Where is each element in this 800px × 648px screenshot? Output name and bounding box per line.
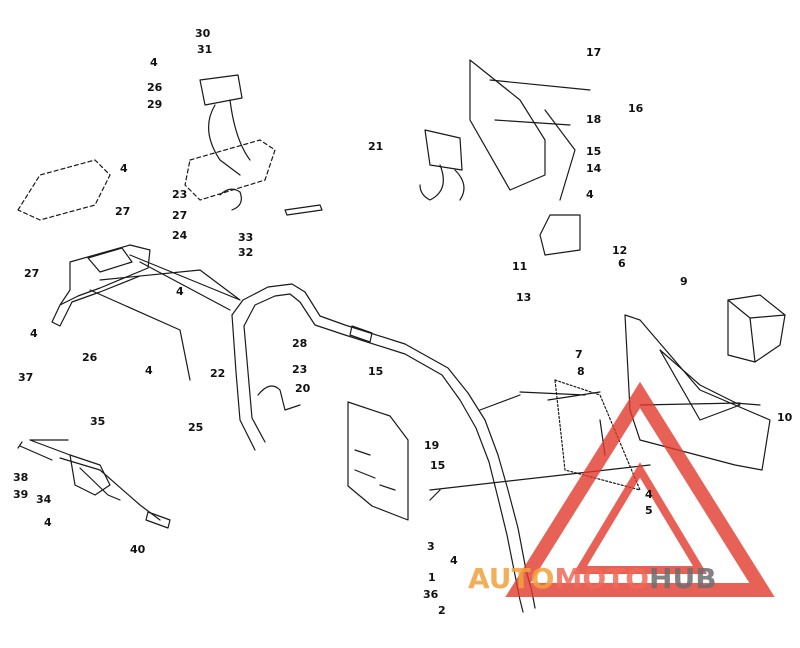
- plate-6: [624, 314, 771, 471]
- callout-6: 6: [618, 257, 626, 270]
- regulator-21: [424, 129, 463, 171]
- callout-20: 20: [295, 382, 311, 395]
- callout-27: 27: [115, 205, 130, 218]
- leader-11: [544, 109, 576, 201]
- callout-25: 25: [188, 421, 203, 434]
- switch-29: [199, 74, 243, 106]
- callout-15: 15: [586, 145, 601, 158]
- main-hoop-tube: [231, 283, 536, 613]
- callout-37: 37: [18, 371, 33, 384]
- callout-13: 13: [516, 291, 531, 304]
- callout-10: 10: [777, 411, 793, 424]
- shaft-15: [489, 79, 591, 126]
- plate-6-cutout: [659, 349, 741, 421]
- callout-15: 15: [368, 365, 383, 378]
- callout-40: 40: [130, 543, 146, 556]
- left-tube-leg: [231, 314, 266, 451]
- plate-19-slots: [354, 449, 396, 491]
- clip-33: [219, 188, 242, 211]
- callout-4: 4: [145, 364, 153, 377]
- bolt-38: [17, 441, 53, 461]
- bracket-plate: [87, 247, 133, 273]
- callout-27: 27: [172, 209, 187, 222]
- callout-1: 1: [428, 571, 436, 584]
- panel-14: [469, 59, 546, 191]
- callout-4: 4: [150, 56, 158, 69]
- callout-14: 14: [586, 162, 602, 175]
- cover-7: [554, 379, 641, 491]
- callout-19: 19: [424, 439, 439, 452]
- callout-24: 24: [172, 229, 188, 242]
- seat-outline: [17, 159, 111, 221]
- callout-31: 31: [197, 43, 212, 56]
- watermark-text: AUTOMOTOHUB: [468, 562, 717, 595]
- callout-4: 4: [645, 488, 653, 501]
- watermark-part1: AUTO: [468, 562, 555, 595]
- pin-32: [284, 204, 323, 216]
- frame-dashed: [184, 139, 276, 201]
- tube-sleeve: [349, 325, 373, 343]
- callout-30: 30: [195, 27, 211, 40]
- callout-26: 26: [82, 351, 98, 364]
- callout-15: 15: [430, 459, 445, 472]
- callout-8: 8: [577, 365, 585, 378]
- steering-link: [29, 439, 161, 521]
- callout-12: 12: [612, 244, 627, 257]
- plate-19: [347, 401, 409, 521]
- watermark-part3: HUB: [649, 562, 717, 595]
- callout-4: 4: [450, 554, 458, 567]
- callout-7: 7: [575, 348, 583, 361]
- callout-23: 23: [172, 188, 187, 201]
- bracket-24: [51, 244, 151, 327]
- callout-29: 29: [147, 98, 162, 111]
- callout-21: 21: [368, 140, 383, 153]
- callout-18: 18: [586, 113, 601, 126]
- callout-39: 39: [13, 488, 28, 501]
- callout-38: 38: [13, 471, 28, 484]
- callout-17: 17: [586, 46, 601, 59]
- watermark-logo: [505, 381, 775, 597]
- leaders: [429, 391, 761, 501]
- callout-28: 28: [292, 337, 307, 350]
- callout-2: 2: [438, 604, 446, 617]
- callout-35: 35: [90, 415, 105, 428]
- callout-9: 9: [680, 275, 688, 288]
- callout-22: 22: [210, 367, 225, 380]
- callout-4: 4: [44, 516, 52, 529]
- callout-33: 33: [238, 231, 253, 244]
- harness: [208, 99, 251, 176]
- pivot-block: [69, 454, 111, 496]
- callout-11: 11: [512, 260, 527, 273]
- callout-5: 5: [645, 504, 653, 517]
- callout-4: 4: [176, 285, 184, 298]
- callout-4: 4: [586, 188, 594, 201]
- mount-11: [539, 214, 581, 256]
- block-9: [727, 294, 786, 363]
- callout-36: 36: [423, 588, 439, 601]
- sleeve-40: [145, 511, 171, 529]
- callout-16: 16: [628, 102, 644, 115]
- callout-23: 23: [292, 363, 307, 376]
- callout-4: 4: [30, 327, 38, 340]
- callout-26: 26: [147, 81, 163, 94]
- callout-4: 4: [120, 162, 128, 175]
- rod-linkage: [89, 254, 241, 381]
- block-9-edge: [727, 299, 786, 363]
- callout-32: 32: [238, 246, 253, 259]
- wire-loop: [419, 164, 465, 201]
- cable-20: [257, 385, 301, 411]
- callout-27: 27: [24, 267, 39, 280]
- callout-3: 3: [427, 540, 435, 553]
- watermark-part2: MOTO: [554, 562, 650, 595]
- callout-34: 34: [36, 493, 52, 506]
